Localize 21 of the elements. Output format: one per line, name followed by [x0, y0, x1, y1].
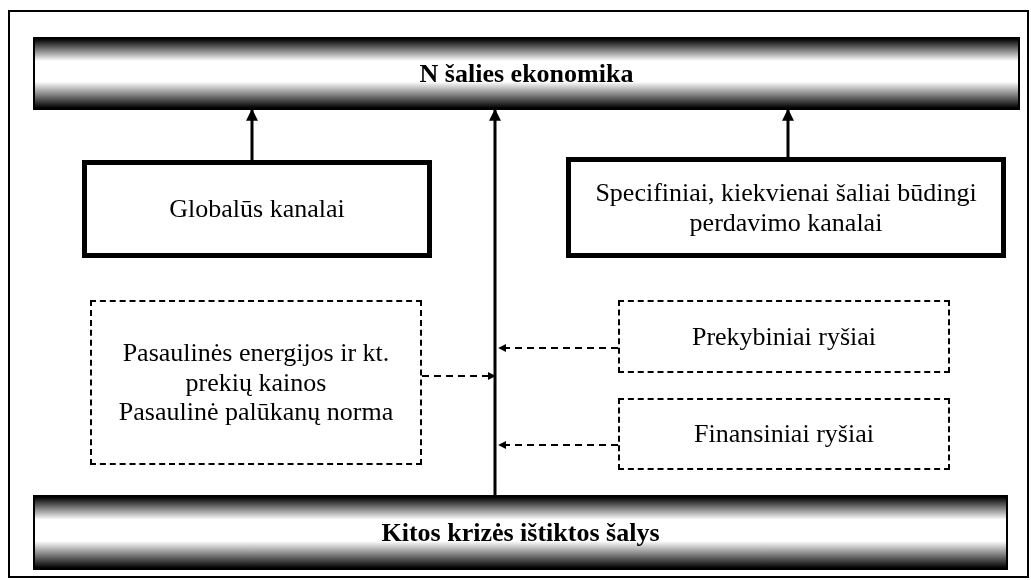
dashed-arrow: [421, 372, 496, 380]
node-text: Pasaulinė palūkanų norma: [117, 397, 395, 428]
dashed-arrow: [498, 441, 619, 449]
arrow: [489, 108, 501, 495]
node-text: Specifiniai, kiekvienai šaliai būdingi perdavimo kanalai: [594, 177, 978, 238]
factor-box: [90, 300, 422, 465]
node-text: N šalies ekonomika: [418, 58, 635, 89]
channel-box: [82, 160, 432, 258]
arrow: [246, 108, 258, 160]
channel-box: [566, 157, 1006, 258]
bottom-bar: [33, 495, 1008, 570]
arrow: [782, 108, 794, 157]
node-text: Globalūs kanalai: [168, 194, 346, 224]
node-text: Kitos krizės ištiktos šalys: [380, 517, 661, 548]
node-text: Pasaulinės energijos ir kt. prekių kainos: [121, 337, 391, 398]
dashed-arrow: [498, 344, 619, 352]
factor-box: [618, 300, 950, 373]
top-bar: [33, 37, 1020, 110]
factor-box: [618, 398, 950, 470]
node-text: Prekybiniai ryšiai: [690, 321, 878, 352]
node-text: Finansiniai ryšiai: [693, 419, 875, 449]
